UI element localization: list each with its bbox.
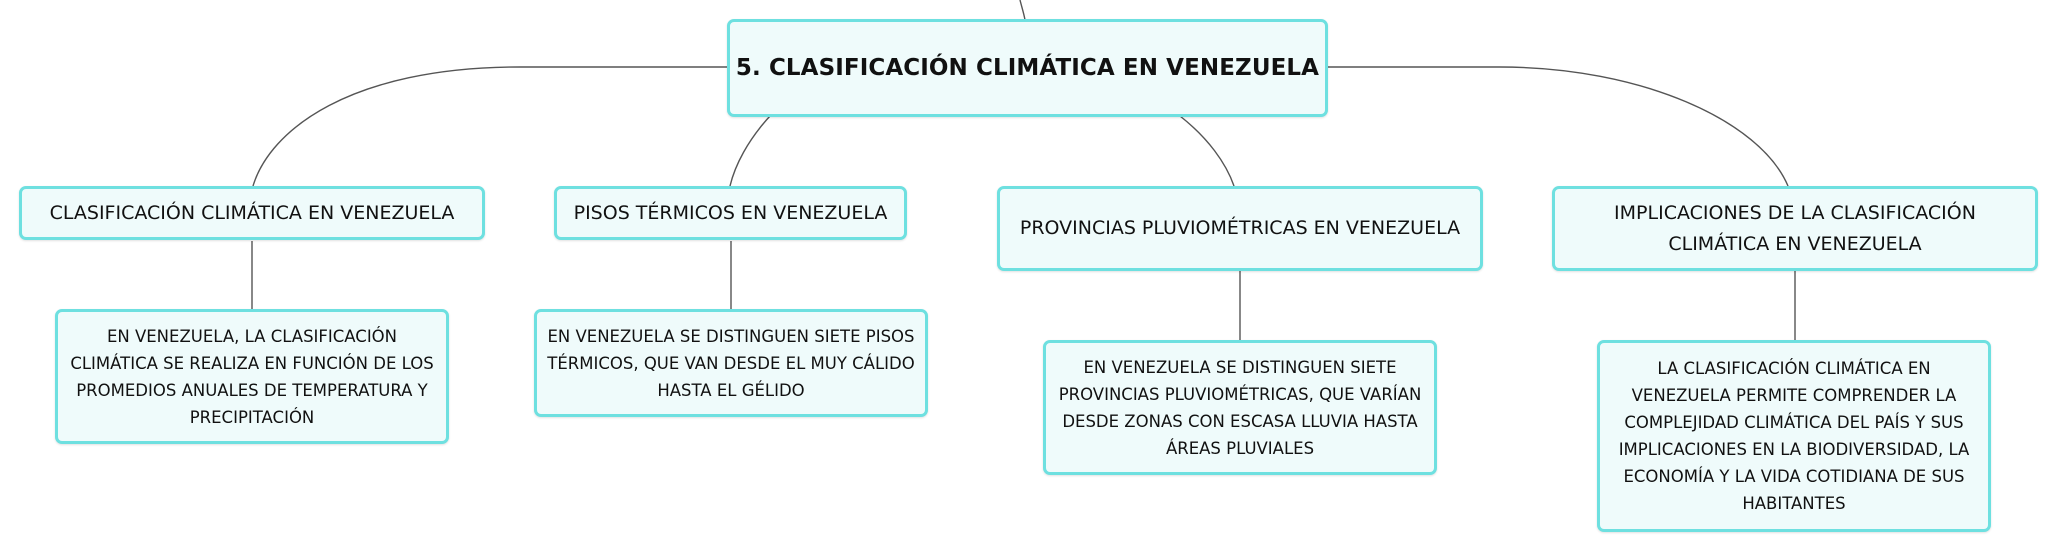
root-topic-label: 5. CLASIFICACIÓN CLIMÁTICA EN VENEZUELA [735,55,1320,81]
connector-root-branch-1 [252,66,733,187]
detail-text: EN VENEZUELA SE DISTINGUEN SIETE PISOS T… [547,326,915,400]
connector-root-branch-3 [1179,115,1235,187]
branch-label: PISOS TÉRMICOS EN VENEZUELA [573,201,888,224]
branch-pisos-termicos[interactable]: PISOS TÉRMICOS EN VENEZUELA [554,186,907,240]
branch-label: PROVINCIAS PLUVIOMÉTRICAS EN VENEZUELA [1019,217,1461,239]
branch-label: CLASIFICACIÓN CLIMÁTICA EN VENEZUELA [49,201,455,224]
branch-label: IMPLICACIONES DE LA CLASIFICACIÓN CLIMÁT… [1614,201,1976,255]
detail-text: LA CLASIFICACIÓN CLIMÁTICA EN VENEZUELA … [1618,359,1970,513]
detail-implicaciones[interactable]: LA CLASIFICACIÓN CLIMÁTICA EN VENEZUELA … [1597,340,1991,532]
detail-clasificacion-climatica[interactable]: EN VENEZUELA, LA CLASIFICACIÓN CLIMÁTICA… [55,309,449,444]
detail-text: EN VENEZUELA, LA CLASIFICACIÓN CLIMÁTICA… [70,326,434,427]
branch-implicaciones[interactable]: IMPLICACIONES DE LA CLASIFICACIÓN CLIMÁT… [1552,186,2038,271]
connector-root-branch-2 [729,115,771,187]
detail-text: EN VENEZUELA SE DISTINGUEN SIETE PROVINC… [1058,357,1422,458]
detail-pisos-termicos[interactable]: EN VENEZUELA SE DISTINGUEN SIETE PISOS T… [534,309,928,417]
root-topic[interactable]: 5. CLASIFICACIÓN CLIMÁTICA EN VENEZUELA [727,19,1328,117]
branch-provincias-pluviometricas[interactable]: PROVINCIAS PLUVIOMÉTRICAS EN VENEZUELA [997,186,1483,271]
detail-provincias-pluviometricas[interactable]: EN VENEZUELA SE DISTINGUEN SIETE PROVINC… [1043,340,1437,475]
connector-to-parent [1019,0,1026,21]
connector-root-branch-4 [1328,66,1789,187]
branch-clasificacion-climatica[interactable]: CLASIFICACIÓN CLIMÁTICA EN VENEZUELA [19,186,485,240]
